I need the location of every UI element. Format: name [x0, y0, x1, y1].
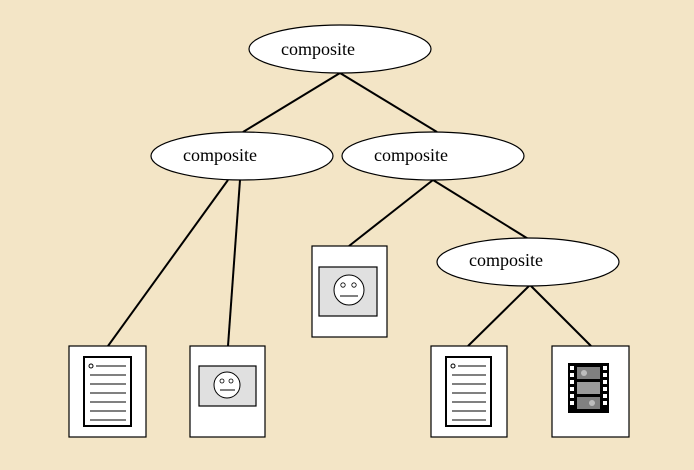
node-ellipse [341, 131, 525, 181]
tree-edges [107, 72, 592, 347]
node-label: composite [183, 145, 257, 165]
composite-node-right: composite [341, 131, 525, 181]
document-icon [445, 356, 492, 427]
node-ellipse [248, 24, 432, 74]
composite-node-left: composite [150, 131, 334, 181]
edge-right-rightright [432, 179, 531, 241]
leaf-film-5 [551, 345, 630, 438]
leaf-image-3 [311, 245, 388, 338]
node-label: composite [469, 250, 543, 270]
film-icon [568, 363, 609, 413]
leaf-document-1 [68, 345, 147, 438]
document-icon [83, 356, 132, 427]
edge-left-leaf1 [107, 179, 229, 347]
leaf-image-2 [189, 345, 266, 438]
edge-root-right [339, 72, 438, 133]
edge-rightright-leaf4 [467, 284, 531, 347]
edge-rightright-leaf5 [529, 284, 592, 347]
node-ellipse [436, 237, 620, 287]
image-icon [198, 365, 257, 407]
leaf-document-4 [430, 345, 508, 438]
edge-left-leaf2 [227, 179, 241, 347]
image-icon [318, 266, 378, 317]
node-ellipse [150, 131, 334, 181]
composite-node-root: composite [248, 24, 432, 74]
edge-right-leaf3 [348, 179, 434, 247]
node-label: composite [281, 39, 355, 59]
edge-root-left [242, 72, 341, 133]
node-label: composite [374, 145, 448, 165]
composite-node-right-right: composite [436, 237, 620, 287]
